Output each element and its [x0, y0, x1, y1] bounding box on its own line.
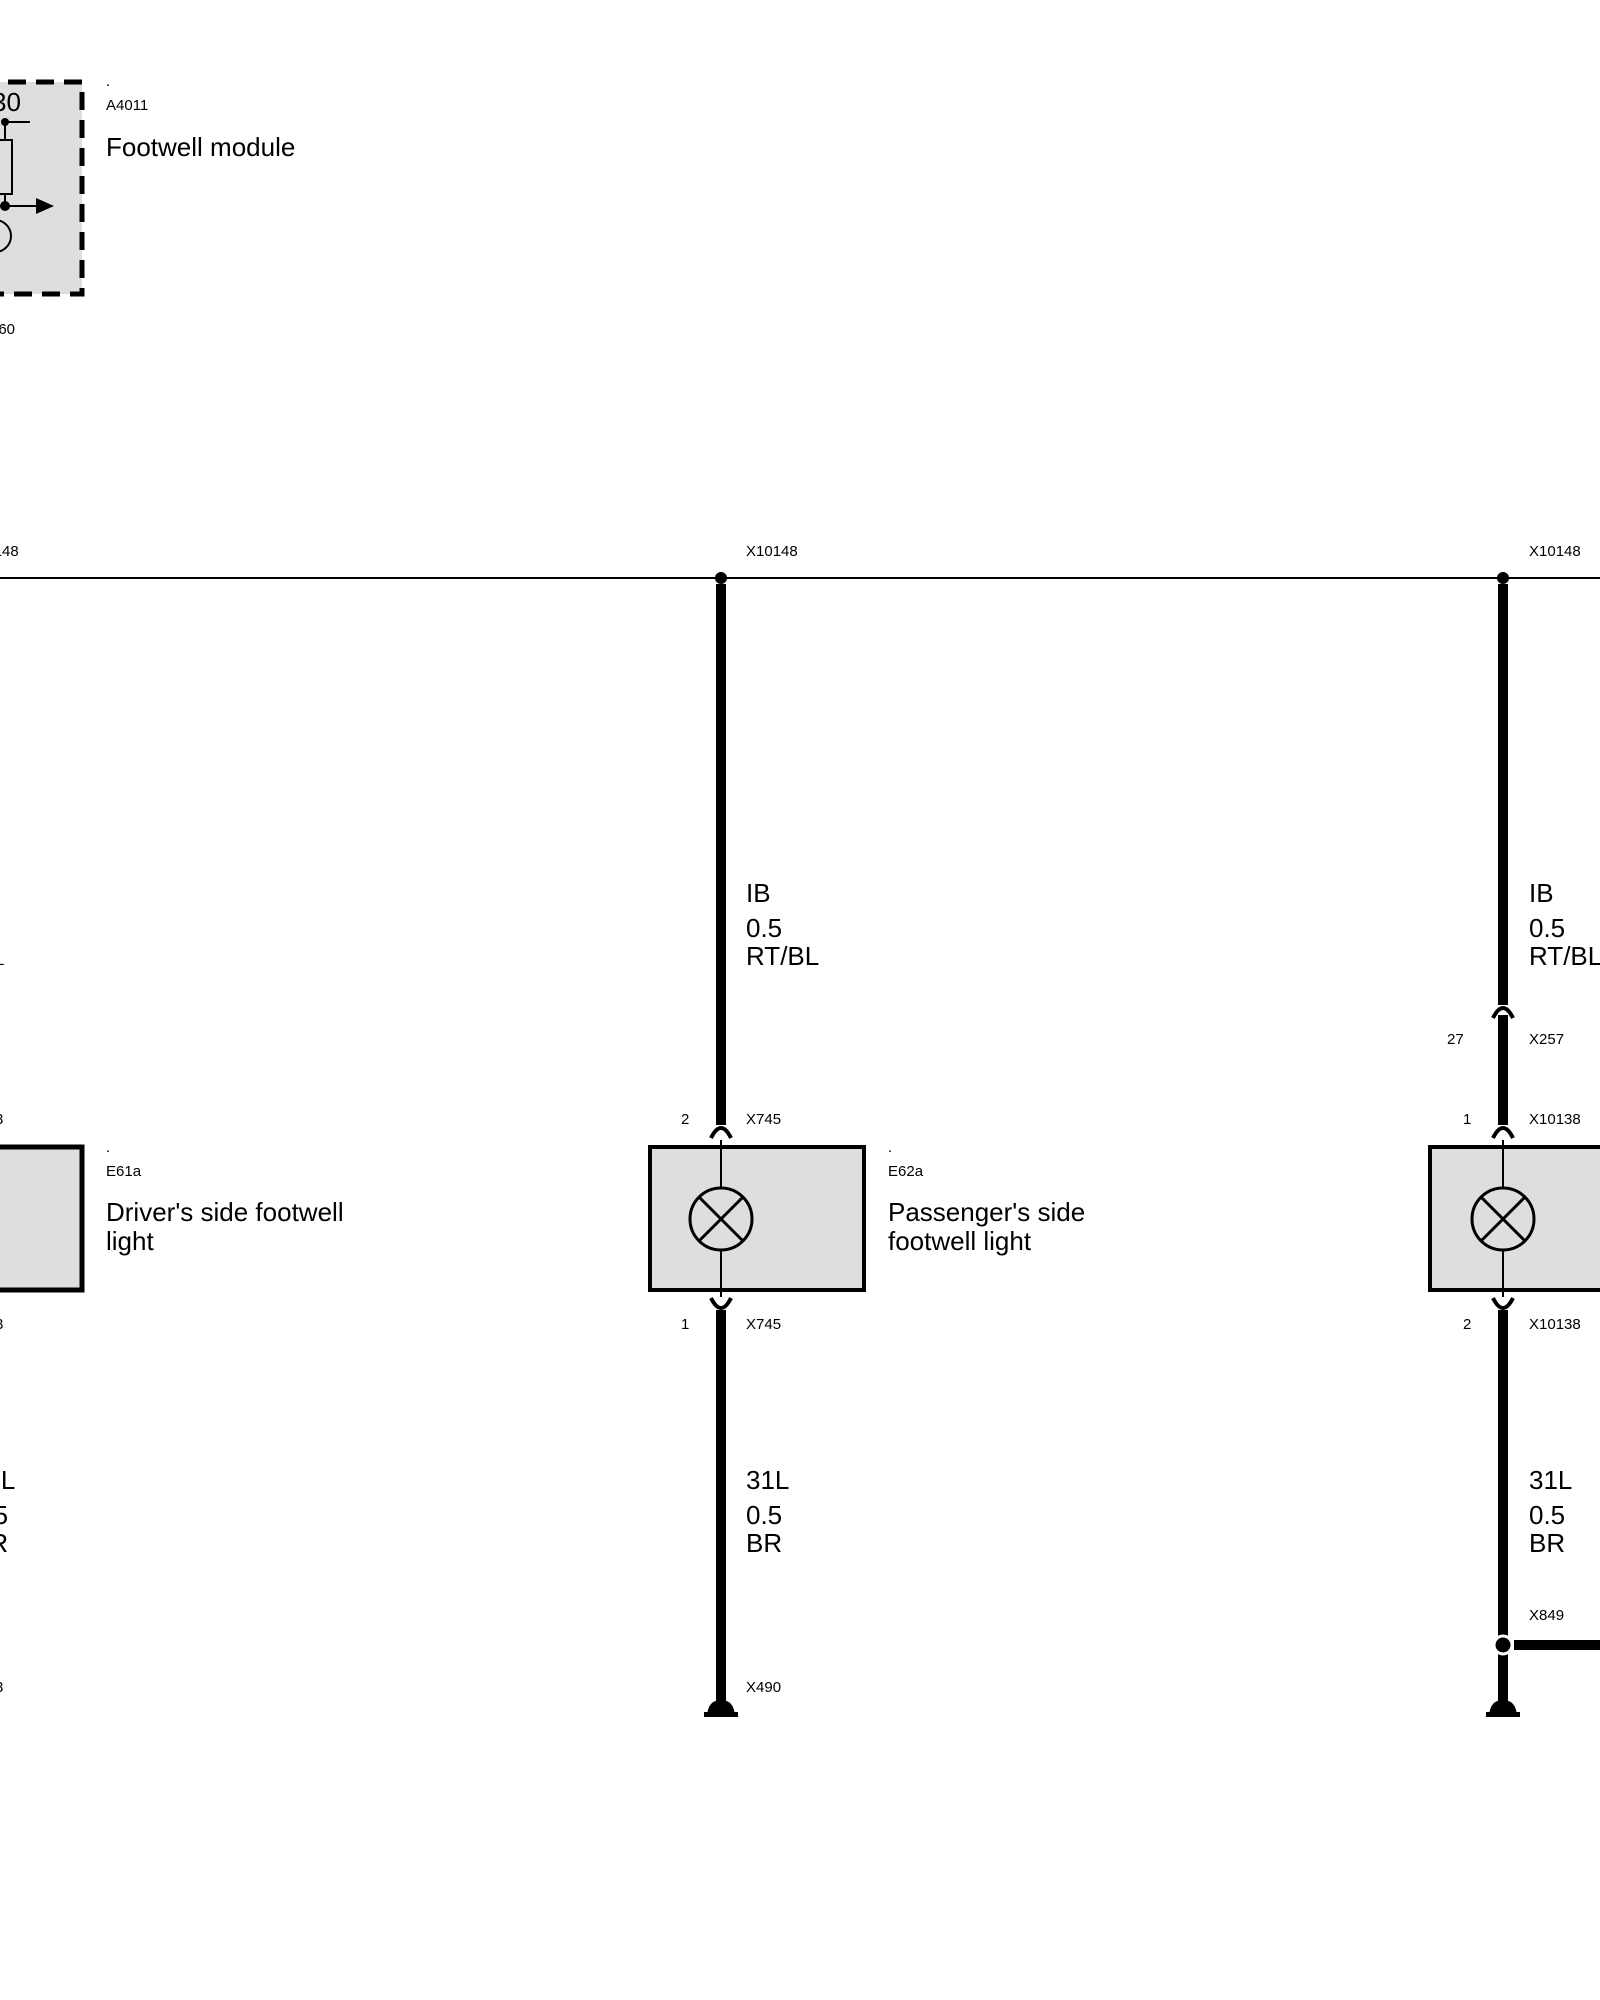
wire-color-label: RT/BL: [1529, 941, 1600, 971]
wire-signal-label: 31L: [0, 1465, 15, 1495]
bus-connector-right: X10148: [1529, 543, 1581, 560]
driver-light-name: Driver's side footwell: [106, 1197, 344, 1227]
pin-label: 27: [1447, 1031, 1464, 1048]
splice-label: X849: [1529, 1607, 1564, 1624]
pin-label: 2: [1463, 1316, 1471, 1333]
pin-label: 1: [1463, 1111, 1471, 1128]
connector-icon: [1491, 1006, 1515, 1019]
wire-signal-label: IB: [1529, 878, 1554, 908]
footwell-module: 30 260: [0, 79, 85, 338]
wire-color-label: BR: [746, 1528, 782, 1558]
wire-signal-label: 31L: [1529, 1465, 1572, 1495]
wire-color-label: RT/BL: [746, 941, 819, 971]
wire-gauge-label: 0.5: [0, 1500, 8, 1530]
wire-gauge-label: 0.5: [1529, 1500, 1565, 1530]
lamp-icon: [1470, 1186, 1536, 1252]
pin-label: 2: [681, 1111, 689, 1128]
lamp-icon: [688, 1186, 754, 1252]
connector-icon: [709, 1126, 733, 1139]
connector-label: X10138: [1529, 1111, 1581, 1128]
connector-label: X10138: [1529, 1316, 1581, 1333]
driver-light-name-2: light: [106, 1226, 154, 1256]
module-pin-label: 30: [0, 87, 21, 117]
splice-dot: [1492, 1634, 1514, 1656]
connector-label: X745: [746, 1111, 781, 1128]
connector-icon: [1491, 1297, 1515, 1310]
junction-dot: [1497, 572, 1509, 584]
junction-dot: [715, 572, 727, 584]
right-branch: [1428, 584, 1600, 1717]
passenger-light-name: Passenger's side: [888, 1197, 1085, 1227]
passenger-light-name-2: footwell light: [888, 1226, 1032, 1256]
module-connector-label: 260: [0, 321, 15, 338]
wire-color-label: BR: [1529, 1528, 1565, 1558]
connector-label: X257: [1529, 1031, 1564, 1048]
wire-gauge-label: 0.5: [746, 913, 782, 943]
driver-light-box: [0, 1144, 85, 1293]
wire-signal-label: 31L: [746, 1465, 789, 1495]
module-id: A4011: [106, 97, 148, 114]
module-dot: .: [106, 73, 110, 90]
wire-color-label: RT/BL: [0, 952, 4, 969]
wire-signal-label: IB: [746, 878, 771, 908]
module-name: Footwell module: [106, 132, 295, 162]
bus-connector-center: X10148: [746, 543, 798, 560]
ground-label: 3: [0, 1679, 3, 1696]
pin-label: 3: [0, 1111, 3, 1128]
pin-label: 3: [0, 1316, 3, 1333]
pin-label: 1: [681, 1316, 689, 1333]
connector-label: X745: [746, 1316, 781, 1333]
ground-label: X490: [746, 1679, 781, 1696]
connector-icon: [1491, 1126, 1515, 1139]
wire-color-label: BR: [0, 1528, 8, 1558]
connector-icon: [709, 1297, 733, 1310]
passenger-light-box: [648, 1145, 866, 1292]
center-branch: [648, 584, 866, 1717]
bus-connector-left: X10148: [0, 543, 19, 560]
driver-light-id: E61a: [106, 1163, 142, 1180]
wire-gauge-label: 0.5: [1529, 913, 1565, 943]
passenger-light-dot: .: [888, 1139, 892, 1156]
passenger-light-id: E62a: [888, 1163, 924, 1180]
wire-gauge-label: 0.5: [746, 1500, 782, 1530]
driver-light-dot: .: [106, 1139, 110, 1156]
output-arrow-icon: [36, 198, 54, 214]
